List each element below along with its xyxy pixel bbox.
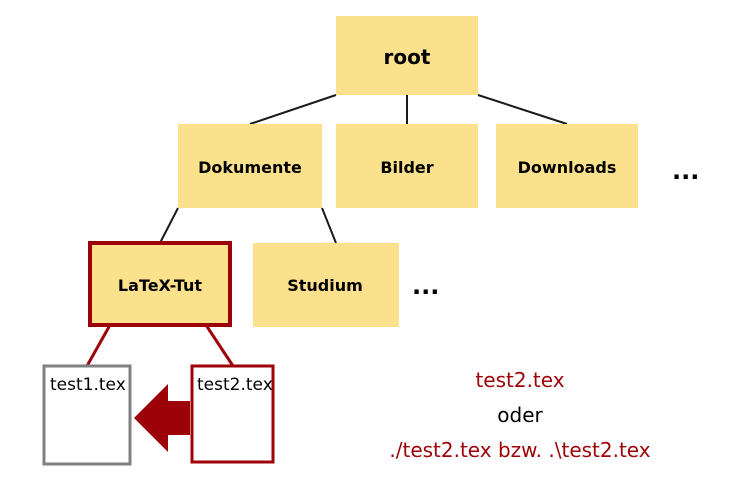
- connectors-dokumente-level2: [159, 207, 337, 244]
- node-bilder[interactable]: Bilder: [336, 124, 478, 208]
- node-studium-label: Studium: [287, 276, 363, 295]
- node-studium-box: [253, 243, 399, 327]
- node-studium[interactable]: Studium: [253, 243, 399, 327]
- node-root[interactable]: root: [336, 16, 478, 95]
- node-dokumente[interactable]: Dokumente: [178, 124, 322, 208]
- node-file-test1-box: [42, 364, 132, 466]
- node-downloads-label: Downloads: [518, 158, 617, 177]
- ellipsis-level1: ...: [672, 157, 699, 185]
- caption-line-2: oder: [497, 403, 543, 427]
- connector-dokumente-to-studium: [321, 207, 337, 244]
- node-file-test2[interactable]: test2.tex: [190, 364, 275, 464]
- node-file-test1[interactable]: test1.tex: [42, 364, 132, 466]
- node-downloads[interactable]: Downloads: [496, 124, 638, 208]
- caption-line-1: test2.tex: [475, 368, 564, 392]
- node-dokumente-label: Dokumente: [198, 158, 302, 177]
- node-latex-tut-box: [88, 241, 232, 327]
- node-bilder-label: Bilder: [380, 158, 433, 177]
- node-dokumente-box: [178, 124, 322, 208]
- node-root-box: [336, 16, 478, 95]
- connector-root-to-downloads: [477, 94, 568, 125]
- connectors-latextut-files: [85, 324, 235, 367]
- connector-latextut-to-test1: [85, 324, 112, 367]
- node-bilder-box: [336, 124, 478, 208]
- caption-line-3: ./test2.tex bzw. .\test2.tex: [389, 438, 650, 462]
- caption-block: test2.tex oder ./test2.tex bzw. .\test2.…: [389, 368, 650, 462]
- node-file-test2-label: test2.tex: [197, 375, 273, 395]
- connectors-root-level1: [249, 94, 568, 125]
- arrow-left-shape: [134, 384, 190, 452]
- node-file-test1-label: test1.tex: [50, 375, 126, 395]
- connector-latextut-to-test2: [204, 324, 235, 367]
- node-downloads-box: [496, 124, 638, 208]
- node-file-test2-box: [190, 364, 275, 464]
- connector-root-to-dokumente: [249, 94, 337, 125]
- connector-dokumente-to-latextut: [159, 207, 179, 244]
- ellipsis-level2: ...: [412, 272, 439, 300]
- reference-arrow-left-icon: [134, 384, 190, 452]
- node-root-label: root: [384, 45, 431, 69]
- node-latex-tut[interactable]: LaTeX-Tut: [88, 241, 232, 327]
- node-latex-tut-label: LaTeX-Tut: [118, 276, 203, 295]
